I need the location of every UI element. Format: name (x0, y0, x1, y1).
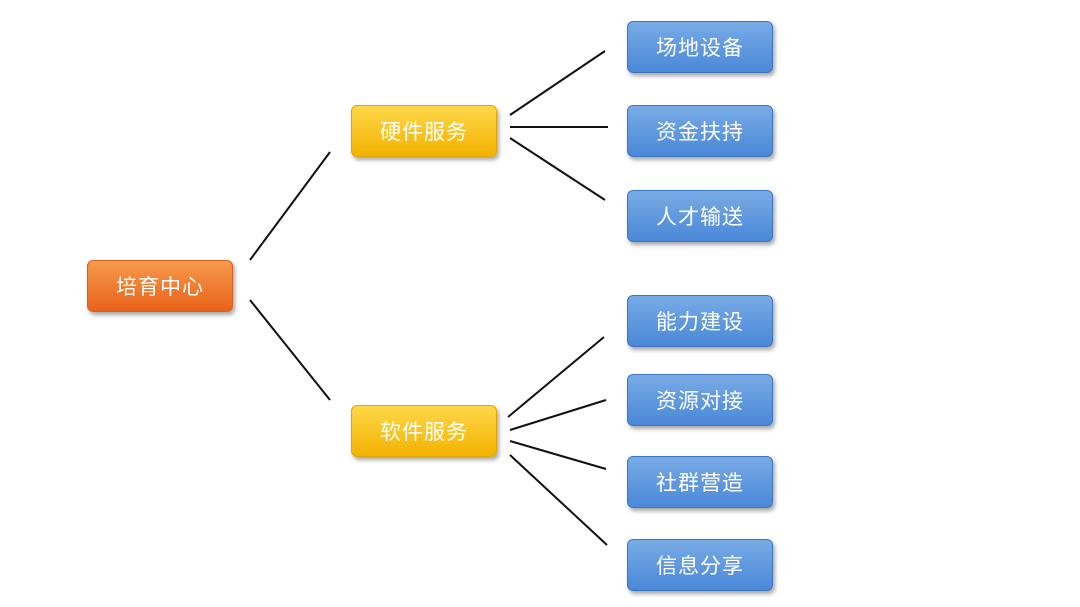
leaf-node-label: 人才输送 (656, 205, 744, 229)
leaf-node-venue-equipment: 场地设备 (627, 21, 773, 73)
root-node-label: 培育中心 (116, 275, 204, 299)
leaf-node-community-building: 社群营造 (627, 456, 773, 508)
leaf-node-label: 场地设备 (656, 36, 744, 60)
connector-hardware-to-leaf-2 (509, 137, 606, 201)
branch-node-label: 硬件服务 (380, 120, 468, 144)
leaf-node-label: 资金扶持 (656, 120, 744, 144)
connector-software-to-leaf-4 (509, 399, 607, 431)
connector-hardware-to-leaf-0 (509, 50, 606, 116)
leaf-node-funding-support: 资金扶持 (627, 105, 773, 157)
leaf-node-resource-matching: 资源对接 (627, 374, 773, 426)
leaf-node-label: 信息分享 (656, 554, 744, 578)
connector-software-to-leaf-3 (507, 336, 605, 418)
leaf-node-information-sharing: 信息分享 (627, 539, 773, 591)
leaf-node-label: 能力建设 (656, 310, 744, 334)
leaf-node-label: 社群营造 (656, 471, 744, 495)
leaf-node-talent-supply: 人才输送 (627, 190, 773, 242)
root-node-incubation-center: 培育中心 (87, 260, 233, 312)
branch-node-software-services: 软件服务 (351, 405, 497, 457)
leaf-node-label: 资源对接 (656, 389, 744, 413)
leaf-node-capacity-building: 能力建设 (627, 295, 773, 347)
connector-root-to-software (249, 299, 331, 401)
connector-root-to-hardware (249, 151, 331, 261)
branch-node-label: 软件服务 (380, 420, 468, 444)
branch-node-hardware-services: 硬件服务 (351, 105, 497, 157)
connector-software-to-leaf-5 (509, 440, 607, 470)
connector-software-to-leaf-6 (509, 454, 608, 546)
